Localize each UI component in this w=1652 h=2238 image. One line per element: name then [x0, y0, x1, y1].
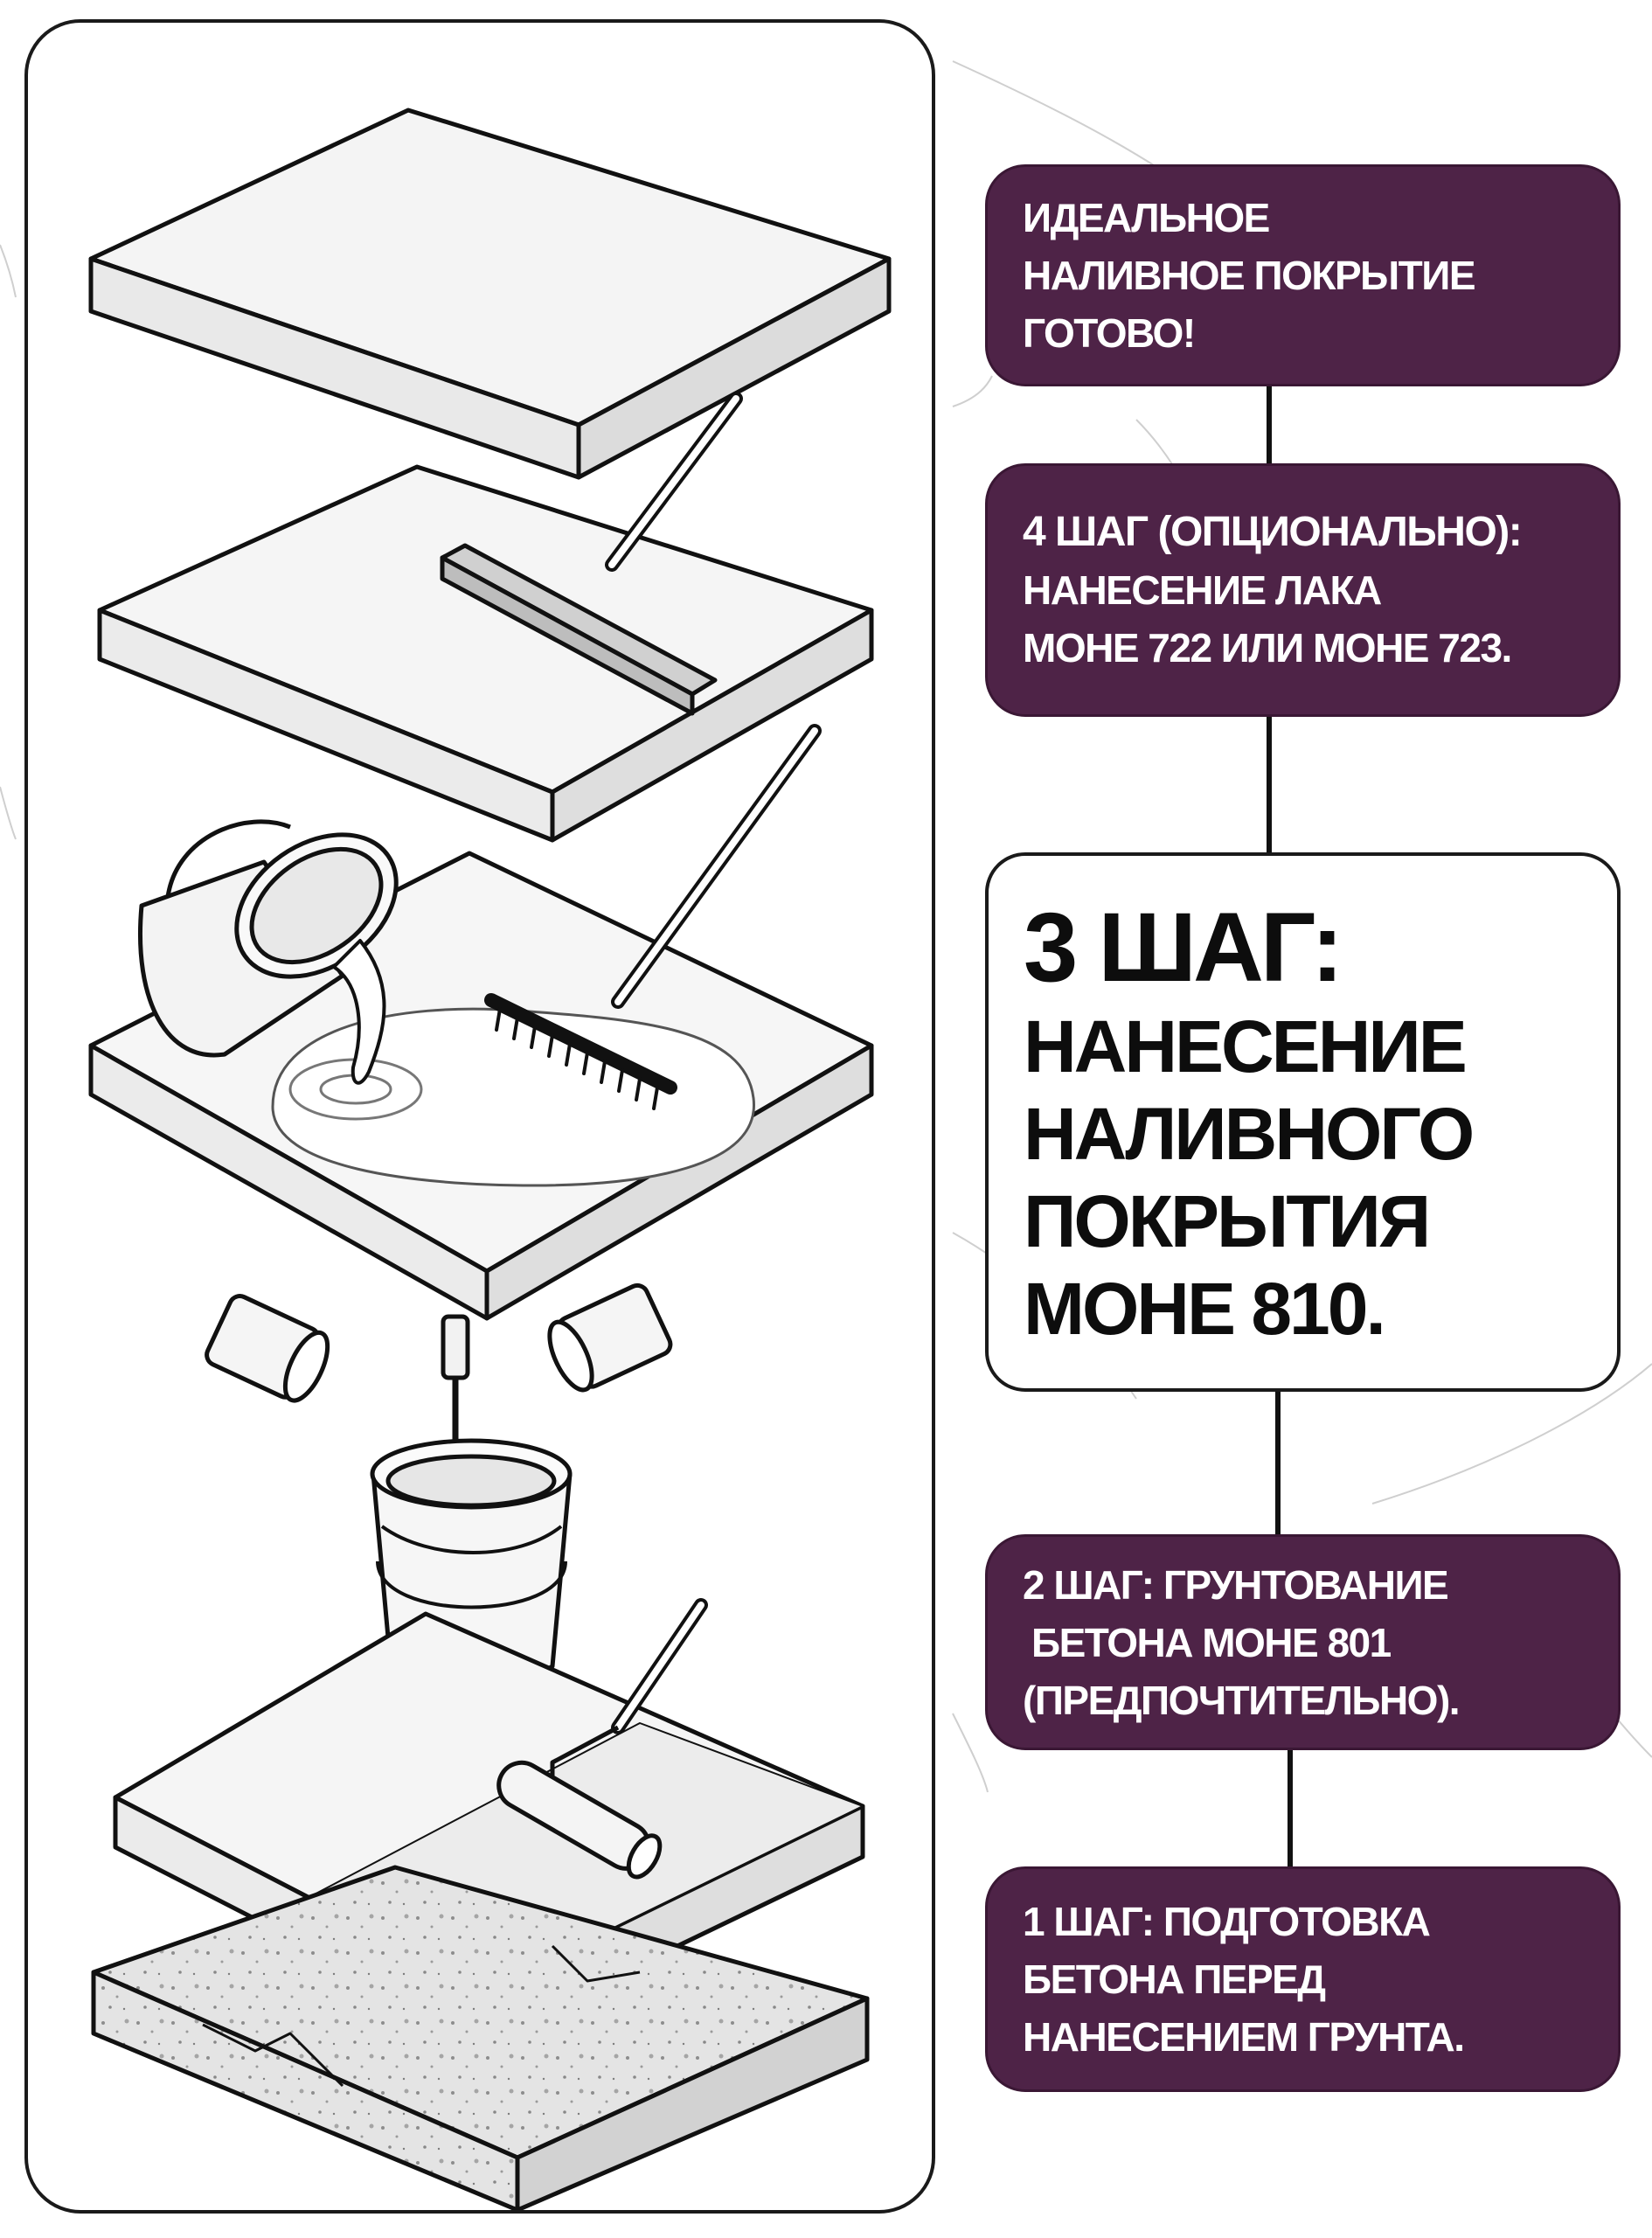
- step-3-box: 3 ШАГ: НАНЕСЕНИЕ НАЛИВНОГО ПОКРЫТИЯ МОНЕ…: [985, 852, 1621, 1392]
- step-4-line-2: МОНЕ 722 ИЛИ МОНЕ 723.: [1023, 625, 1512, 671]
- step-3-line-3: ПОКРЫТИЯ: [1024, 1179, 1431, 1262]
- step-done-line-1: ИДЕАЛЬНОЕ: [1023, 195, 1270, 240]
- step-4-title: 4 ШАГ (ОПЦИОНАЛЬНО):: [1023, 509, 1523, 555]
- connector-line: [1275, 1390, 1281, 1537]
- step-3-title: 3 ШАГ:: [1024, 892, 1343, 1002]
- step-1-line-1: 1 ШАГ: ПОДГОТОВКА: [1023, 1899, 1431, 1944]
- step-3-line-4: МОНЕ 810.: [1024, 1267, 1386, 1350]
- step-4-line-1: НАНЕСЕНИЕ ЛАКА: [1023, 567, 1382, 613]
- finished-floor-layer-icon: [88, 108, 892, 480]
- rake-icon: [484, 724, 822, 1110]
- step-done-box: ИДЕАЛЬНОЕ НАЛИВНОЕ ПОКРЫТИЕ ГОТОВО!: [985, 164, 1621, 386]
- concrete-slab-icon: [91, 1865, 870, 2210]
- step-1-line-3: НАНЕСЕНИЕМ ГРУНТА.: [1023, 2014, 1465, 2060]
- connector-line: [1267, 715, 1272, 853]
- connector-line: [1267, 385, 1272, 465]
- step-done-line-2: НАЛИВНОЕ ПОКРЫТИЕ: [1023, 253, 1476, 298]
- step-3-line-2: НАЛИВНОГО: [1024, 1092, 1475, 1175]
- illustration-panel: [24, 19, 935, 2214]
- layer-illustration: [88, 108, 892, 2210]
- connector-line: [1288, 1748, 1293, 1869]
- step-1-line-2: БЕТОНА ПЕРЕД: [1023, 1957, 1326, 2002]
- component-cans-icon: [205, 1282, 673, 1403]
- varnish-layer-with-squeegee-icon: [97, 392, 874, 843]
- step-2-line-2: БЕТОНА МОНЕ 801: [1031, 1619, 1392, 1665]
- pouring-bucket-icon: [138, 819, 399, 1085]
- step-1-box: 1 ШАГ: ПОДГОТОВКА БЕТОНА ПЕРЕД НАНЕСЕНИЕ…: [985, 1866, 1621, 2092]
- step-done-line-3: ГОТОВО!: [1023, 310, 1196, 356]
- step-2-box: 2 ШАГ: ГРУНТОВАНИЕ БЕТОНА МОНЕ 801 (ПРЕД…: [985, 1534, 1621, 1750]
- step-2-line-3: (ПРЕДПОЧТИТЕЛЬНО).: [1023, 1677, 1461, 1723]
- step-4-box: 4 ШАГ (ОПЦИОНАЛЬНО): НАНЕСЕНИЕ ЛАКА МОНЕ…: [985, 463, 1621, 717]
- step-3-line-1: НАНЕСЕНИЕ: [1024, 1004, 1468, 1088]
- step-2-line-1: 2 ШАГ: ГРУНТОВАНИЕ: [1023, 1561, 1449, 1608]
